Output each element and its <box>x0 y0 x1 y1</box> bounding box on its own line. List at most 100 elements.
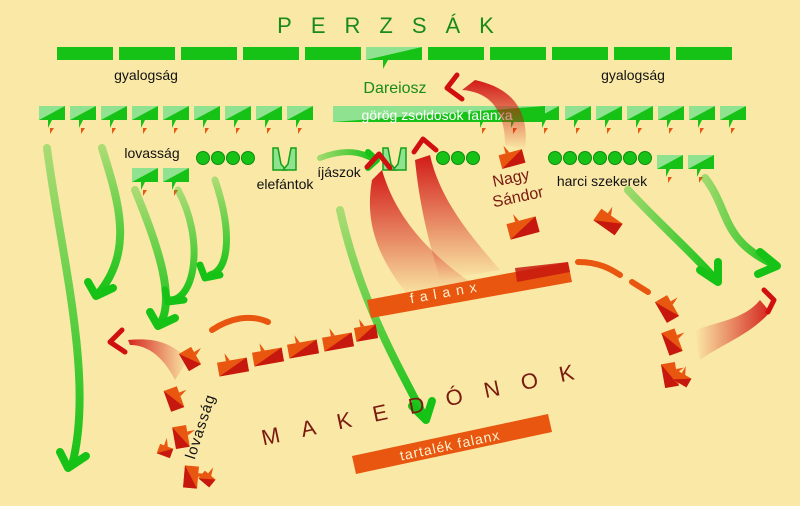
red-attack-wedge <box>695 287 777 360</box>
wedge-head <box>444 72 465 102</box>
cavalry-circle <box>578 151 592 165</box>
arrow-head <box>146 308 179 330</box>
infantry-block <box>181 47 237 60</box>
unit-shade <box>70 106 96 120</box>
green-arrow <box>84 144 125 300</box>
macedonian-unit-icon <box>661 361 684 389</box>
infantry-block <box>490 47 546 60</box>
green-arrow <box>131 186 179 330</box>
macedonian-unit-icon <box>178 346 202 372</box>
unit-flag <box>179 389 187 397</box>
unit-pennant <box>668 177 672 183</box>
unit-shade <box>183 465 198 489</box>
unit-shade <box>672 378 692 388</box>
persian-unit-icon <box>101 106 127 134</box>
infantry-block <box>119 47 175 60</box>
unit-flag <box>329 328 335 337</box>
unit-shade <box>39 106 65 120</box>
unit-pennant <box>50 128 54 134</box>
cavalry-circle <box>608 151 622 165</box>
persian-unit-icon <box>256 106 282 134</box>
persian-unit-icon <box>70 106 96 134</box>
arrow-shaft <box>624 186 720 284</box>
cavalry-circle <box>211 151 225 165</box>
unit-shade <box>661 333 683 356</box>
macedonian-unit-icon <box>498 145 526 169</box>
arrow-shaft <box>94 144 125 298</box>
persians-title: PERZSÁK <box>277 13 513 38</box>
unit-flag <box>359 318 365 327</box>
unit-flag <box>636 120 640 128</box>
unit-flag <box>666 169 670 177</box>
infantry-block <box>243 47 299 60</box>
unit-shade <box>657 155 683 169</box>
unit-shade <box>163 391 185 412</box>
movement-arrows <box>43 72 781 472</box>
green-arrow <box>43 144 90 472</box>
unit-shade <box>287 106 313 120</box>
wedge-head <box>761 287 777 315</box>
unit-shade <box>658 106 684 120</box>
unit-flag <box>294 335 300 344</box>
unit-shade <box>565 106 591 120</box>
arrow-head <box>696 258 722 286</box>
unit-shade <box>163 168 189 182</box>
green-arrow <box>161 186 198 306</box>
macedonian-unit-icon <box>654 295 680 323</box>
unit-flag <box>676 332 685 339</box>
unit-flag <box>681 366 686 376</box>
elephant-icon <box>272 147 297 171</box>
persian-unit-icon <box>163 106 189 134</box>
red-attack-wedge <box>411 136 500 280</box>
unit-shade <box>720 106 746 120</box>
unit-pennant <box>143 128 147 134</box>
cavalry-circle <box>226 151 240 165</box>
unit-flag <box>164 437 168 447</box>
macedonian-unit-icon <box>198 467 216 488</box>
unit-pennant <box>700 128 704 134</box>
unit-pennant <box>607 128 611 134</box>
persian-cavalry-circles <box>196 151 652 165</box>
advance-dash <box>209 314 271 333</box>
unit-pennant <box>482 128 486 134</box>
unit-shade <box>172 427 190 450</box>
macedonian-unit-icon <box>252 343 284 367</box>
macedonian-unit-icon <box>172 424 196 450</box>
cavalry-circle <box>548 151 562 165</box>
darius-label: Dareiosz <box>363 80 426 97</box>
unit-shade <box>132 106 158 120</box>
arrow-head <box>408 397 436 424</box>
persian-unit-icon <box>627 106 653 134</box>
unit-pennant <box>112 128 116 134</box>
persian-unit-icon <box>39 106 65 134</box>
unit-flag <box>605 120 609 128</box>
unit-flag <box>698 120 702 128</box>
cavalry-circle <box>241 151 255 165</box>
arrow-shaft <box>166 186 198 304</box>
unit-shade <box>689 106 715 120</box>
unit-flag <box>194 348 201 356</box>
infantry-left-label: gyalogság <box>114 67 178 83</box>
green-arrow <box>336 206 436 424</box>
wedge-head <box>411 136 439 155</box>
unit-flag <box>79 120 83 128</box>
unit-flag <box>513 214 519 222</box>
red-attack-wedge <box>444 72 526 150</box>
green-arrow <box>196 176 230 282</box>
cavalry-circle <box>563 151 577 165</box>
persian-unit-icon <box>720 106 746 134</box>
persian-unit-icon <box>163 168 189 196</box>
arrow-head <box>56 448 90 472</box>
unit-flag <box>224 353 230 362</box>
unit-flag <box>141 182 145 190</box>
arrow-shaft <box>131 186 170 328</box>
unit-flag <box>187 430 196 436</box>
macedonian-unit-icon <box>322 328 354 352</box>
reserve-phalanx-label: tartalék falanx <box>398 427 501 464</box>
unit-flag <box>265 120 269 128</box>
persian-infantry-line <box>57 47 732 60</box>
arrow-head <box>754 248 781 278</box>
unit-pennant <box>576 128 580 134</box>
unit-pennant <box>143 190 147 196</box>
